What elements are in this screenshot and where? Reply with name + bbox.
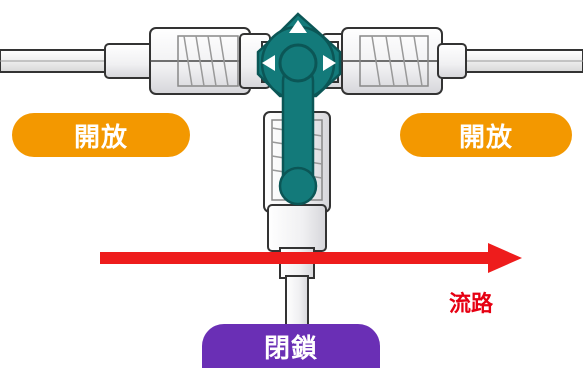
arrow-up-icon bbox=[289, 20, 307, 33]
arrow-right-icon bbox=[323, 55, 336, 71]
arrow-left-icon bbox=[262, 55, 275, 71]
closed-badge-bottom: 閉鎖 bbox=[202, 324, 380, 368]
stopcock-handle bbox=[256, 12, 342, 206]
flow-label: 流路 bbox=[448, 292, 493, 317]
open-badge-right: 開放 bbox=[400, 113, 572, 157]
flow-arrow bbox=[100, 243, 522, 273]
right-connector bbox=[321, 27, 467, 95]
left-connector bbox=[104, 27, 271, 95]
open-badge-left: 開放 bbox=[12, 113, 190, 157]
left-tube bbox=[0, 49, 121, 73]
right-tube bbox=[459, 49, 583, 73]
